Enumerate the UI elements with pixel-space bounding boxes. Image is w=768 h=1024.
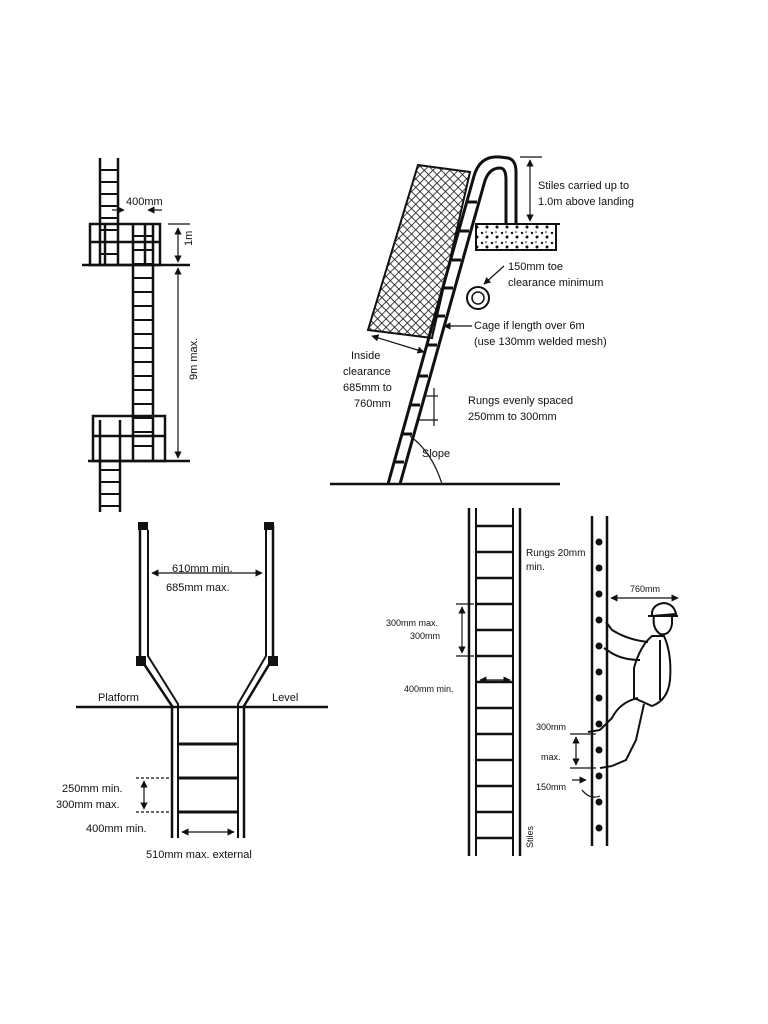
rungs-label-2: min.: [526, 562, 545, 573]
height-top-label: 1m: [183, 231, 195, 246]
landing: [475, 223, 557, 251]
panel-top-left: 400mm 1m 9m max.: [82, 158, 200, 512]
inside-label-1: Inside: [351, 350, 380, 362]
width-label-2: 685mm max.: [166, 582, 230, 594]
step-label-1: 300mm: [536, 722, 566, 732]
slope-label: Slope: [422, 448, 450, 460]
spacing-label-2: 300mm: [410, 631, 440, 641]
step-label-2: max.: [541, 752, 561, 762]
stiles-label: Stiles: [525, 825, 535, 848]
cage-label-2: (use 130mm welded mesh): [474, 336, 607, 348]
left-hoop-inner: [147, 530, 179, 838]
climber-figure: [587, 601, 678, 769]
inner-width-label: 400mm min.: [404, 684, 454, 694]
rung-spacing-label-1: 250mm min.: [62, 783, 123, 795]
outer-width-label: 510mm max. external: [146, 849, 252, 861]
stiles-label-2: 1.0m above landing: [538, 196, 634, 208]
rungs-label-2: 250mm to 300mm: [468, 411, 557, 423]
reach-label: 760mm: [630, 584, 660, 594]
toe-pipe: [466, 286, 490, 310]
main-ladder: [131, 224, 155, 460]
left-hoop-outer: [138, 525, 174, 838]
inside-label-4: 760mm: [354, 398, 391, 410]
toe-label-2: clearance minimum: [508, 277, 603, 289]
inner-width-label: 400mm min.: [86, 823, 147, 835]
width-label-1: 610mm min.: [172, 563, 233, 575]
rungs-label-1: Rungs evenly spaced: [468, 395, 573, 407]
outer-stile: [386, 155, 518, 485]
upper-ladder: [98, 158, 120, 265]
dimension-9m: 9m max.: [174, 267, 200, 459]
toe-label-1: 150mm toe: [508, 261, 563, 273]
cage-label-1: Cage if length over 6m: [474, 320, 585, 332]
stiles-label-1: Stiles carried up to: [538, 180, 629, 192]
lower-platform: [88, 414, 190, 463]
toe-label: 150mm: [536, 782, 566, 792]
rungs-label-1: Rungs 20mm: [526, 548, 585, 559]
height-max-label: 9m max.: [188, 338, 200, 380]
right-hoop-outer: [242, 525, 275, 838]
cage-rungs: [178, 742, 238, 814]
rung-spacing-label-2: 300mm max.: [56, 799, 120, 811]
dimension-400: 400mm: [112, 196, 163, 214]
inside-label-3: 685mm to: [343, 382, 392, 394]
lower-ladder: [98, 420, 122, 512]
front-ladder: [467, 508, 522, 856]
panel-top-right: Stiles carried up to 1.0m above landing …: [330, 155, 634, 486]
side-ladder: [590, 516, 609, 846]
panel-bottom-right: Rungs 20mm min. 300mm max. 300mm 400mm m…: [386, 508, 679, 856]
spacing-label: 400mm: [126, 196, 163, 208]
cage-mesh: [366, 163, 472, 340]
upper-platform: [82, 222, 190, 267]
platform-label: Platform: [98, 692, 139, 704]
level-label: Level: [272, 692, 298, 704]
inside-label-2: clearance: [343, 366, 391, 378]
slope-rungs: [395, 200, 477, 464]
panel-bottom-left: Platform Level 610mm min. 685mm max. 250…: [56, 522, 328, 861]
inner-stile: [398, 166, 508, 485]
right-hoop-inner: [237, 530, 267, 838]
dimension-1m: 1m: [168, 223, 195, 263]
spacing-label-1: 300mm max.: [386, 618, 438, 628]
